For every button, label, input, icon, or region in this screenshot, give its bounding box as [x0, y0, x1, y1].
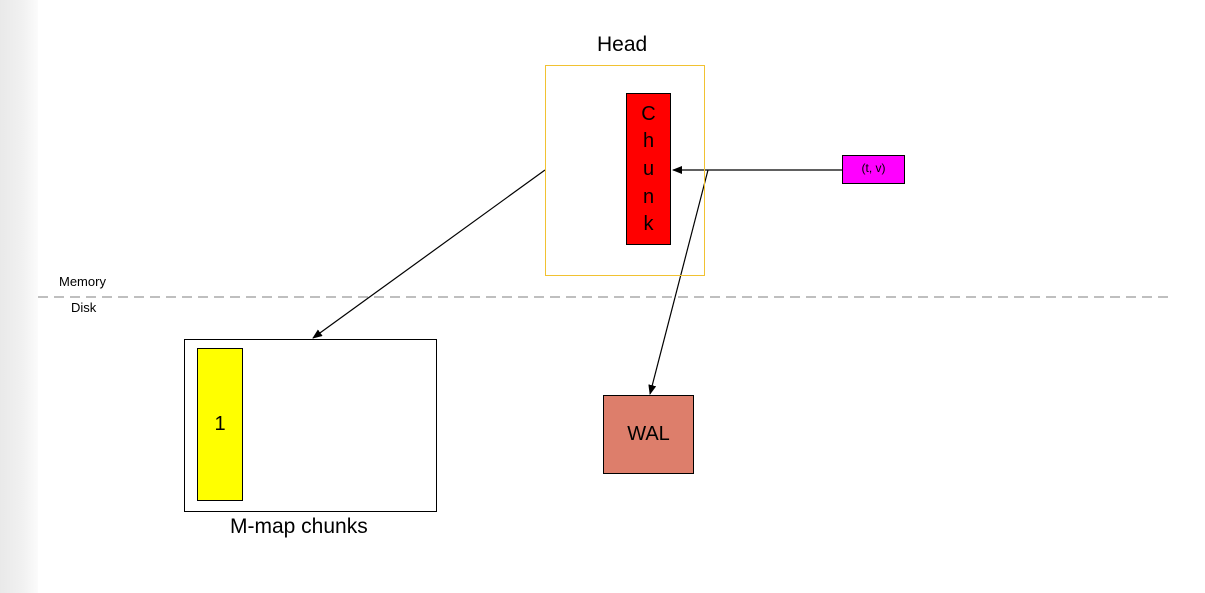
mmap-chunk: 1 [197, 348, 243, 501]
mmap-caption: M-map chunks [230, 515, 368, 538]
mmap-chunk-label: 1 [214, 413, 226, 435]
head-chunk: C h u n k [626, 93, 671, 245]
sample-to-wal-arrow [648, 169, 709, 395]
chunk-letter: C [641, 102, 656, 125]
sample-box: (t, v) [842, 155, 905, 184]
head-to-mmap-arrow [312, 169, 546, 339]
sample-label: (t, v) [861, 160, 886, 175]
memory-label: Memory [59, 274, 106, 289]
disk-label: Disk [71, 300, 97, 315]
chunk-letter: n [642, 185, 655, 208]
wal-block: WAL [603, 395, 694, 474]
chunk-letter: k [643, 213, 654, 236]
head-block [545, 65, 705, 276]
chunk-letter: u [642, 157, 655, 180]
wal-label: WAL [627, 423, 670, 445]
head-title: Head [597, 33, 648, 56]
left-margin-bar [0, 0, 38, 593]
chunk-letter: h [642, 130, 655, 153]
